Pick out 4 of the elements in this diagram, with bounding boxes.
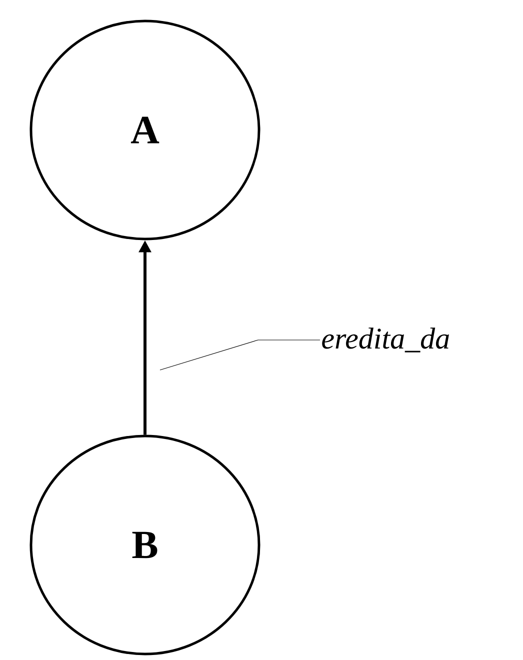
label-text: eredita_da bbox=[322, 328, 449, 352]
ellipse-node: A bbox=[30, 20, 260, 240]
leader-line bbox=[160, 340, 320, 370]
ellipse-node: B bbox=[30, 434, 260, 656]
